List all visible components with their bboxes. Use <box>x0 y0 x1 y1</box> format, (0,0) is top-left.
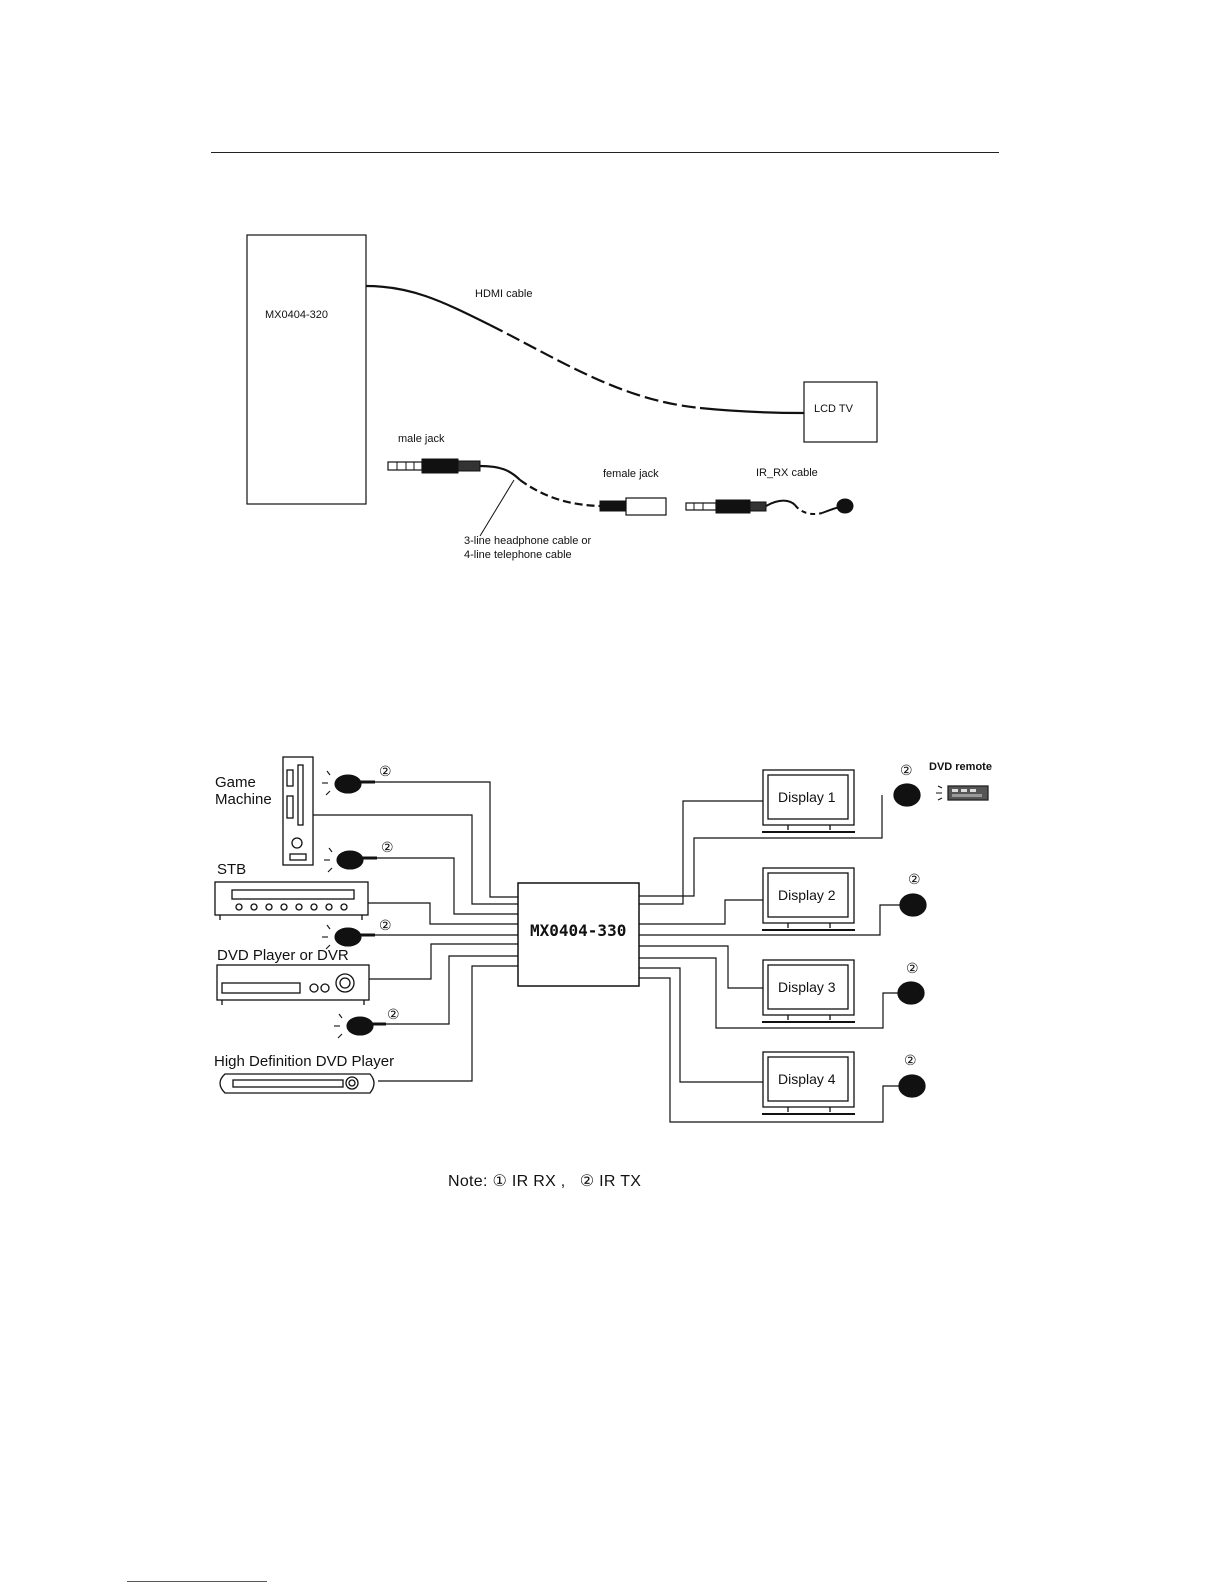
stb-label: STB <box>217 861 246 878</box>
mx0404-320-label: MX0404-320 <box>265 309 328 321</box>
cable-note-leader <box>480 480 514 536</box>
footer-link-rule <box>127 1581 267 1582</box>
diagram1-graphics <box>247 235 877 536</box>
hdmi-cable-solid-2 <box>700 408 804 413</box>
display-3-label: Display 3 <box>778 979 836 995</box>
ir-tx-marker: ② <box>908 871 921 888</box>
ir-receiver-icons <box>894 784 926 1097</box>
display-2-label: Display 2 <box>778 887 836 903</box>
output-wiring <box>639 795 900 1122</box>
hd-dvd-player-icon <box>220 1074 374 1093</box>
display-4-label: Display 4 <box>778 1071 836 1087</box>
ir-tx-marker: ② <box>379 917 392 934</box>
cable-note-line2: 4-line telephone cable <box>464 549 572 561</box>
ir-tx-marker: ② <box>900 762 913 779</box>
ir-tx-marker: ② <box>381 839 394 856</box>
ir-rx-cable-icon <box>686 499 853 514</box>
legend-note: Note: ① IR RX , ② IR TX <box>448 1171 641 1191</box>
stb-icon <box>215 882 368 920</box>
hd-dvd-player-label: High Definition DVD Player <box>214 1053 394 1070</box>
female-jack-icon <box>600 498 666 515</box>
ir-tx-marker: ② <box>387 1006 400 1023</box>
lcd-tv-label: LCD TV <box>814 403 853 415</box>
hdmi-cable-dashed <box>490 325 700 408</box>
ir-tx-marker: ② <box>906 960 919 977</box>
mx0404-320-box <box>247 235 366 504</box>
display-1-label: Display 1 <box>778 789 836 805</box>
dvd-player-label: DVD Player or DVR <box>217 947 349 964</box>
mx0404-330-label: MX0404-330 <box>530 921 626 940</box>
cable-note-line1: 3-line headphone cable or <box>464 535 591 547</box>
ir-tx-marker: ② <box>904 1052 917 1069</box>
dvd-remote-label: DVD remote <box>929 761 992 773</box>
dvd-player-icon <box>217 965 369 1005</box>
game-machine-icon <box>283 757 313 865</box>
ir-tx-marker: ② <box>379 763 392 780</box>
hdmi-cable-solid-1 <box>366 286 490 325</box>
male-jack-label: male jack <box>398 433 444 445</box>
display-monitors <box>762 770 855 1114</box>
male-jack-icon <box>388 459 480 473</box>
female-jack-label: female jack <box>603 468 659 480</box>
hdmi-cable-label: HDMI cable <box>475 288 532 300</box>
dvd-remote-icon <box>936 786 988 800</box>
ir-rx-cable-label: IR_RX cable <box>756 467 818 479</box>
game-machine-label-line1: Game <box>215 774 256 791</box>
game-machine-label-line2: Machine <box>215 791 272 808</box>
